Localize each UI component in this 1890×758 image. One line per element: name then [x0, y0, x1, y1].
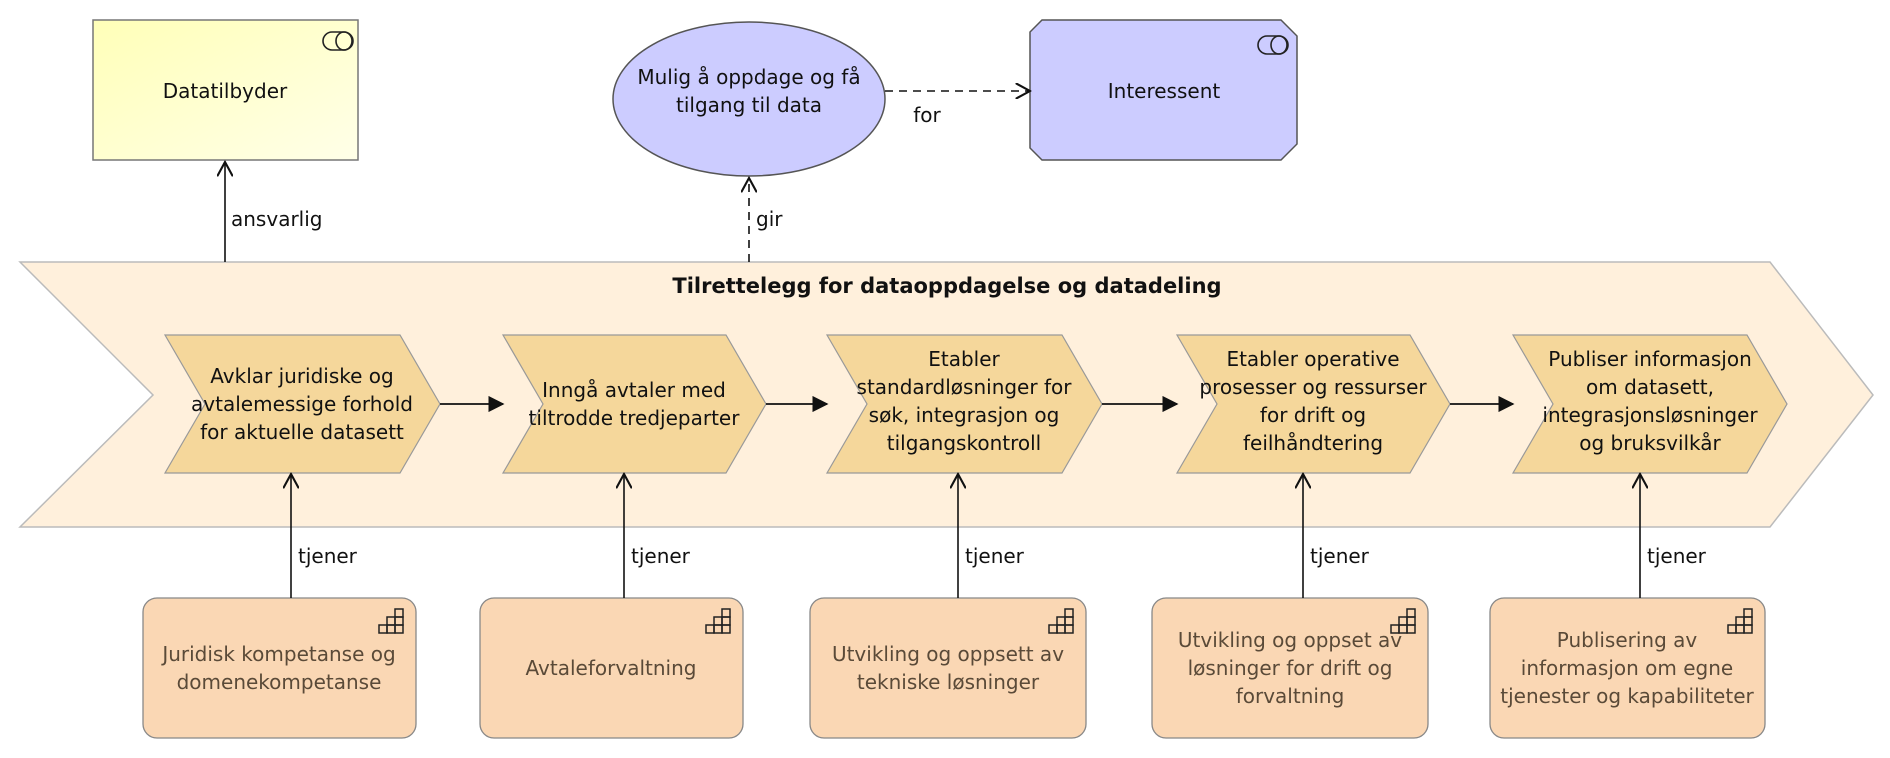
stage-1-line-3: for aktuelle datasett — [200, 420, 404, 444]
stage-4-line-3: for drift og — [1260, 403, 1366, 427]
stage-3-line-2: standardløsninger for — [857, 375, 1073, 399]
capability-3-line-2: tekniske løsninger — [857, 670, 1040, 694]
capability-4-line-2: løsninger for drift og — [1188, 656, 1393, 680]
capability-3[interactable]: Utvikling og oppsett av tekniske løsning… — [809, 597, 1087, 739]
stage-4-line-4: feilhåndtering — [1243, 431, 1383, 455]
capability-3-box — [809, 597, 1087, 739]
value-mulig-a-oppdage[interactable]: Mulig å oppdage og få tilgang til data — [612, 21, 886, 177]
stage-3-line-3: søk, integrasjon og — [869, 403, 1060, 427]
stage-1[interactable]: Avklar juridiske og avtalemessige forhol… — [163, 334, 441, 474]
stage-4-chevron — [1175, 334, 1451, 474]
stage-5-chevron — [1511, 334, 1788, 474]
stage-1-line-2: avtalemessige forhold — [191, 392, 413, 416]
capability-5-box — [1489, 597, 1766, 739]
capability-icon — [1048, 608, 1074, 634]
capability-1[interactable]: Juridisk kompetanse og domenekompetanse — [142, 597, 417, 739]
relation-tjener-3-label: tjener — [965, 544, 1025, 568]
relation-tjener-4-label: tjener — [1310, 544, 1370, 568]
stage-2[interactable]: Inngå avtaler med tiltrodde tredjeparter — [501, 334, 767, 474]
capability-1-line-2: domenekompetanse — [177, 670, 382, 694]
stage-3-line-1: Etabler — [928, 347, 1000, 371]
relation-tjener-4[interactable]: tjener — [1303, 474, 1370, 598]
stage-3-line-4: tilgangskontroll — [887, 431, 1041, 455]
stage-3-chevron — [825, 334, 1103, 474]
stage-5-line-4: og bruksvilkår — [1579, 431, 1721, 455]
capability-5-line-2: informasjon om egne — [1521, 656, 1733, 680]
capability-4[interactable]: Utvikling og oppset av løsninger for dri… — [1151, 597, 1429, 739]
relation-tjener-1-label: tjener — [298, 544, 358, 568]
stage-1-line-1: Avklar juridiske og — [210, 364, 393, 388]
capability-5[interactable]: Publisering av informasjon om egne tjene… — [1489, 597, 1766, 739]
capability-1-line-1: Juridisk kompetanse og — [160, 642, 395, 666]
stage-5[interactable]: Publiser informasjon om datasett, integr… — [1511, 334, 1788, 474]
stage-2-line-1: Inngå avtaler med — [542, 378, 726, 402]
stage-3[interactable]: Etabler standardløsninger for søk, integ… — [825, 334, 1103, 474]
relation-for-label: for — [913, 103, 941, 127]
actor-interessent[interactable]: Interessent — [1029, 19, 1298, 161]
capability-4-box — [1151, 597, 1429, 739]
value-stream-title: Tilrettelegg for dataoppdagelse og datad… — [672, 274, 1221, 298]
relation-ansvarlig-label: ansvarlig — [231, 207, 322, 231]
relation-gir-label: gir — [756, 207, 783, 231]
relation-for[interactable]: for — [885, 91, 1030, 127]
capability-4-line-3: forvaltning — [1236, 684, 1345, 708]
relation-tjener-2-label: tjener — [631, 544, 691, 568]
capability-2[interactable]: Avtaleforvaltning — [479, 597, 744, 739]
stage-5-line-3: integrasjonsløsninger — [1542, 403, 1758, 427]
stage-2-chevron — [501, 334, 767, 474]
capability-3-line-1: Utvikling og oppsett av — [832, 642, 1064, 666]
relation-tjener-5-label: tjener — [1647, 544, 1707, 568]
actor-datatilbyder[interactable]: Datatilbyder — [92, 19, 359, 161]
relation-ansvarlig[interactable]: ansvarlig — [225, 162, 322, 262]
capability-icon — [705, 608, 731, 634]
role-icon — [1257, 35, 1289, 55]
stage-4-line-2: prosesser og ressurser — [1199, 375, 1427, 399]
relation-tjener-1[interactable]: tjener — [291, 474, 358, 598]
actor-interessent-box — [1029, 19, 1298, 161]
relation-gir[interactable]: gir — [749, 178, 783, 262]
capability-icon — [378, 608, 404, 634]
actor-datatilbyder-box — [92, 19, 359, 161]
value-line-2: tilgang til data — [676, 93, 822, 117]
actor-datatilbyder-label: Datatilbyder — [163, 79, 288, 103]
capability-2-line-1: Avtaleforvaltning — [526, 656, 697, 680]
relation-tjener-2[interactable]: tjener — [624, 474, 691, 598]
value-ellipse — [612, 21, 886, 177]
relation-tjener-5[interactable]: tjener — [1640, 474, 1707, 598]
stage-2-line-2: tiltrodde tredjeparter — [529, 406, 741, 430]
capability-5-line-1: Publisering av — [1557, 628, 1698, 652]
capability-1-box — [142, 597, 417, 739]
stage-5-line-2: om datasett, — [1586, 375, 1714, 399]
stage-4[interactable]: Etabler operative prosesser og ressurser… — [1175, 334, 1451, 474]
actor-interessent-label: Interessent — [1108, 79, 1221, 103]
stage-4-line-1: Etabler operative — [1226, 347, 1399, 371]
role-icon — [322, 31, 354, 51]
capability-4-line-1: Utvikling og oppset av — [1178, 628, 1402, 652]
capability-5-line-3: tjenester og kapabiliteter — [1500, 684, 1754, 708]
relation-tjener-3[interactable]: tjener — [958, 474, 1025, 598]
stage-5-line-1: Publiser informasjon — [1548, 347, 1752, 371]
stage-1-chevron — [163, 334, 441, 474]
capability-icon — [1727, 608, 1753, 634]
capability-2-box — [479, 597, 744, 739]
capability-icon — [1390, 608, 1416, 634]
value-line-1: Mulig å oppdage og få — [637, 65, 860, 89]
